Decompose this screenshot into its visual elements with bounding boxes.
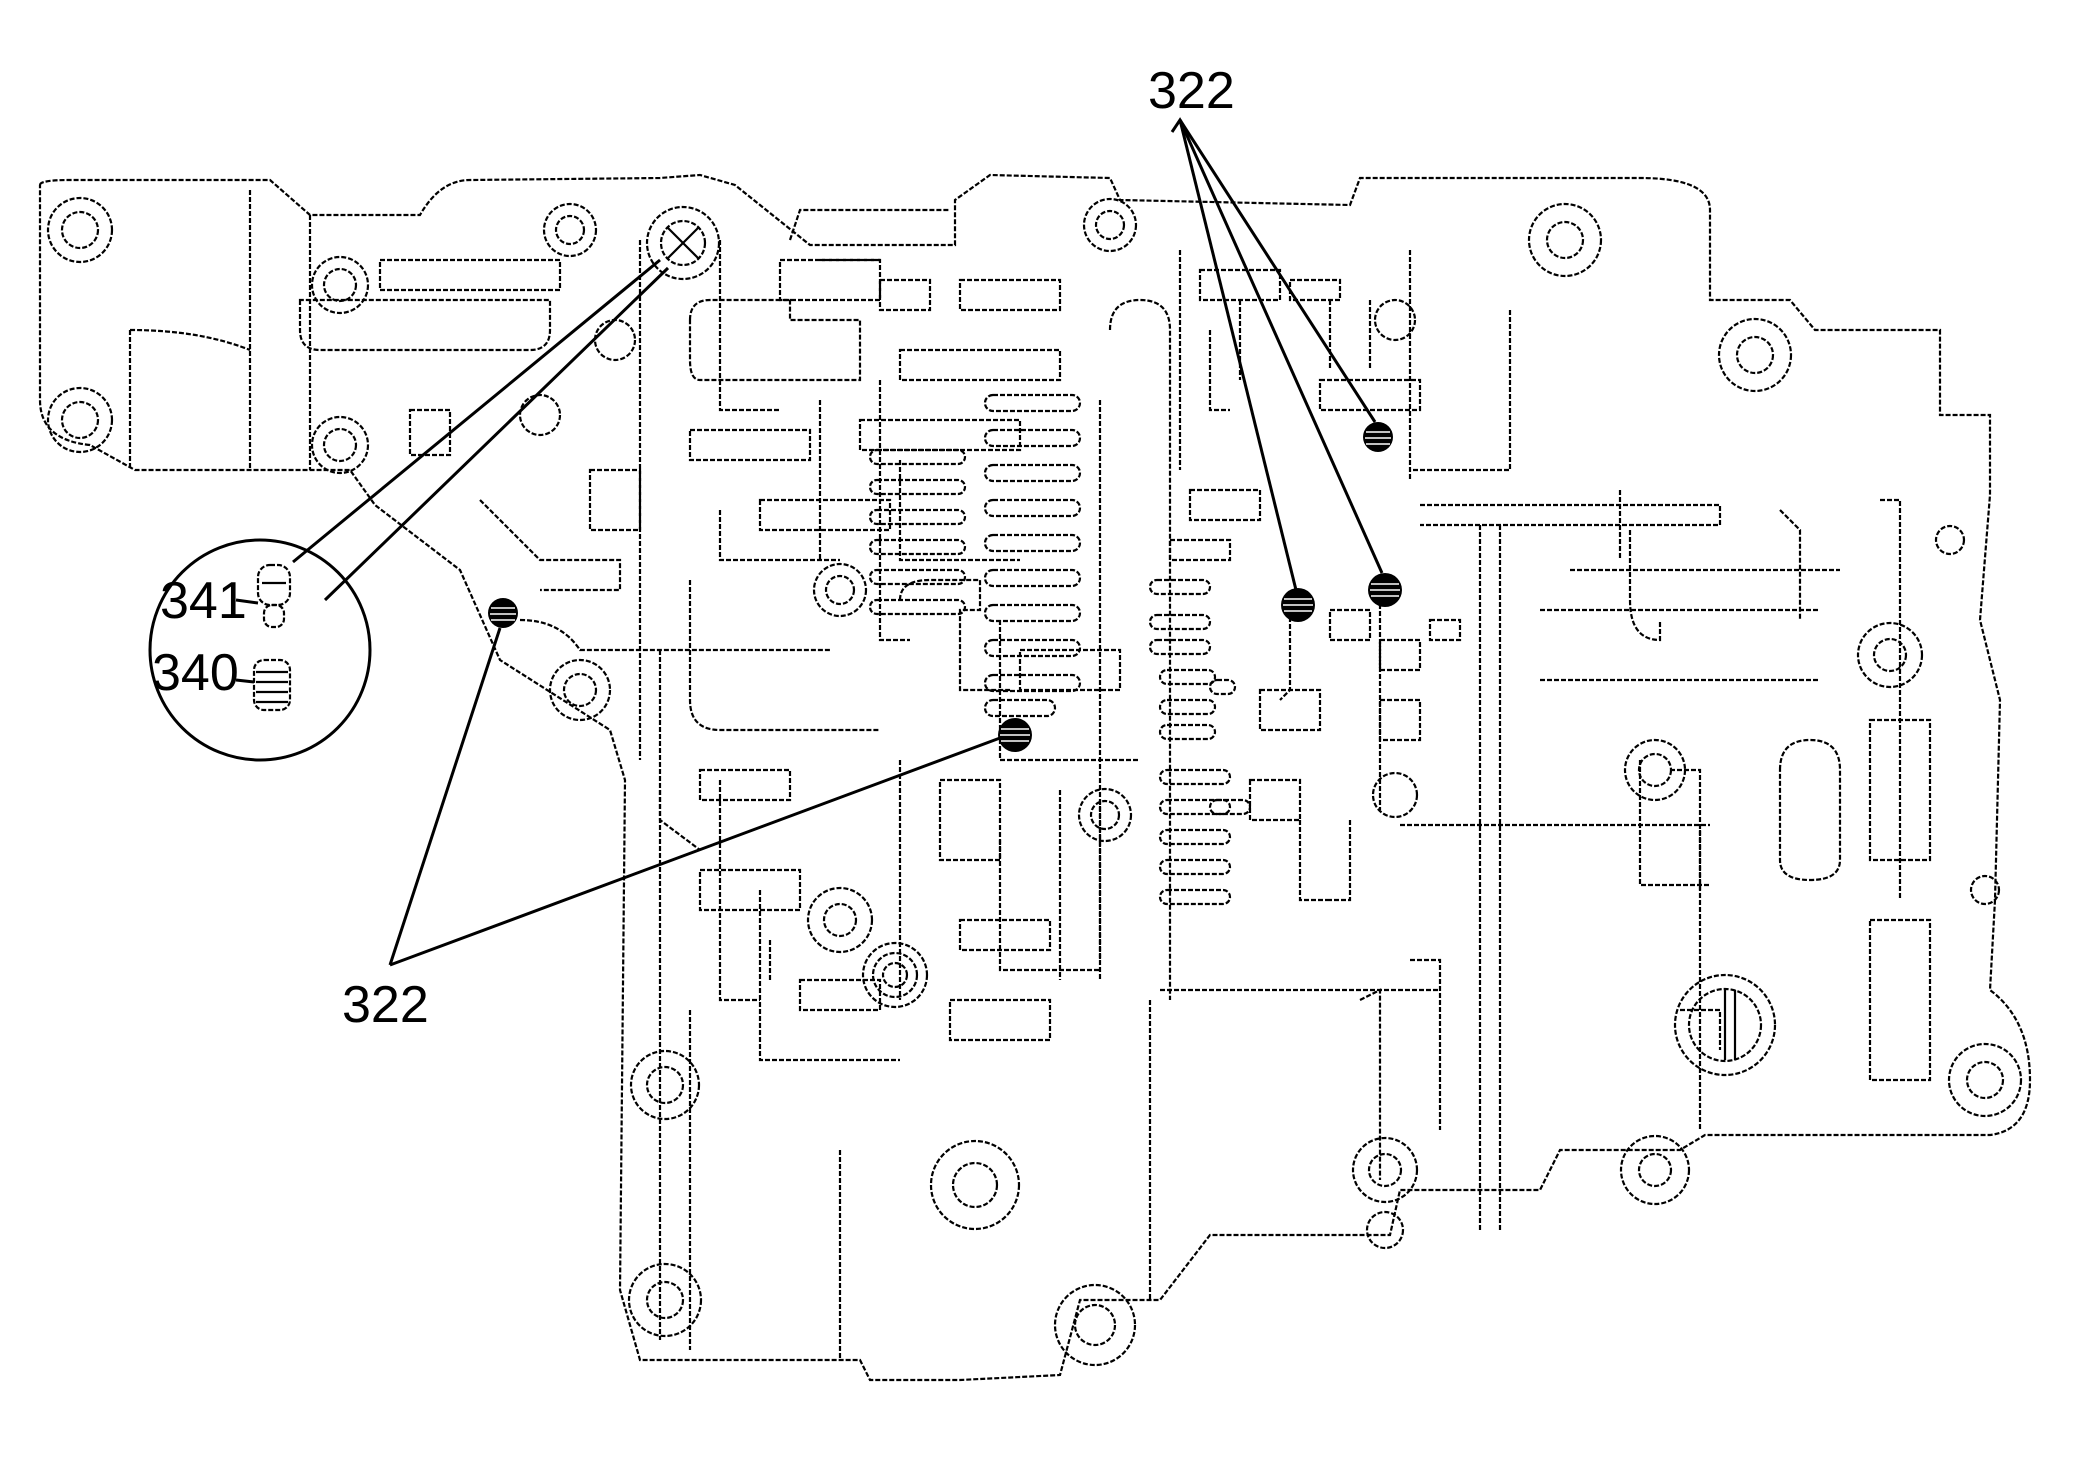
leader-lines	[292, 117, 1384, 967]
accumulator-cap	[1673, 973, 1777, 1077]
bolt-hole	[1934, 524, 1966, 556]
part-340-spring	[252, 658, 292, 712]
callout-322-bottom: 322	[342, 976, 429, 1034]
leader-detail-lower	[323, 266, 670, 602]
plug-322-left	[488, 598, 518, 628]
arrowhead-top	[1170, 117, 1190, 135]
bolt-hole	[627, 1262, 703, 1338]
bolt-holes	[46, 196, 2023, 1367]
bore-group-right	[1148, 578, 1252, 906]
plug-322-upper-right	[1363, 422, 1393, 452]
bolt-hole	[310, 255, 370, 315]
bolt-hole	[1053, 1283, 1137, 1367]
bore-group-left	[868, 448, 967, 616]
leader-top-to-plug-1	[1178, 119, 1298, 591]
bolt-hole	[1969, 874, 2001, 906]
fluid-passages	[298, 208, 1140, 1062]
bore-group-center	[983, 393, 1082, 718]
bolt-hole	[310, 415, 370, 475]
bolt-hole	[1371, 771, 1419, 819]
leader-top-to-plug-3	[1178, 119, 1377, 423]
callout-341: 341	[160, 572, 247, 630]
bolt-hole	[1619, 1134, 1691, 1206]
bolt-hole	[518, 393, 562, 437]
bolt-hole	[806, 886, 874, 954]
valve-body-outline	[38, 173, 2032, 1382]
bolt-hole	[542, 202, 598, 258]
plug-322-mid-right	[1368, 573, 1402, 607]
bolt-hole	[861, 941, 929, 1009]
plug-322-lower-center	[998, 718, 1032, 752]
bolt-hole	[1082, 197, 1138, 253]
bolt-hole	[46, 196, 114, 264]
leader-bottom-to-plug-left	[388, 627, 502, 966]
leader-341	[235, 598, 259, 605]
bolt-hole	[629, 1049, 701, 1121]
bolt-hole	[1527, 202, 1603, 278]
leader-340	[235, 678, 255, 684]
bolt-hole	[1077, 787, 1133, 843]
part-341-check-valve	[256, 563, 292, 629]
leader-detail-upper	[292, 258, 661, 564]
bolt-hole	[929, 1139, 1021, 1231]
bolt-hole	[548, 658, 612, 722]
detail-inset	[148, 538, 372, 762]
filter-plug-bore	[645, 205, 721, 281]
bolt-hole	[1351, 1136, 1419, 1204]
bolt-hole	[1856, 621, 1924, 689]
spool-valve-bores	[868, 250, 1462, 1000]
bolt-hole	[1623, 738, 1687, 802]
plug-322-mid-center	[1281, 588, 1315, 622]
leader-top-to-plug-2	[1178, 119, 1384, 574]
bolt-hole	[1947, 1042, 2023, 1118]
callout-322-top: 322	[1148, 62, 1235, 120]
leader-bottom-to-plug-center	[389, 736, 1001, 967]
bolt-hole	[593, 318, 637, 362]
plug-locations-322	[488, 422, 1402, 752]
bolt-hole	[1717, 317, 1793, 393]
bolt-hole	[46, 386, 114, 454]
callout-labels: 322 322 341 340	[152, 62, 1235, 1034]
bolt-hole	[1373, 298, 1417, 342]
callout-340: 340	[152, 644, 239, 702]
bolt-hole	[1365, 1210, 1405, 1250]
bolt-hole	[812, 562, 868, 618]
